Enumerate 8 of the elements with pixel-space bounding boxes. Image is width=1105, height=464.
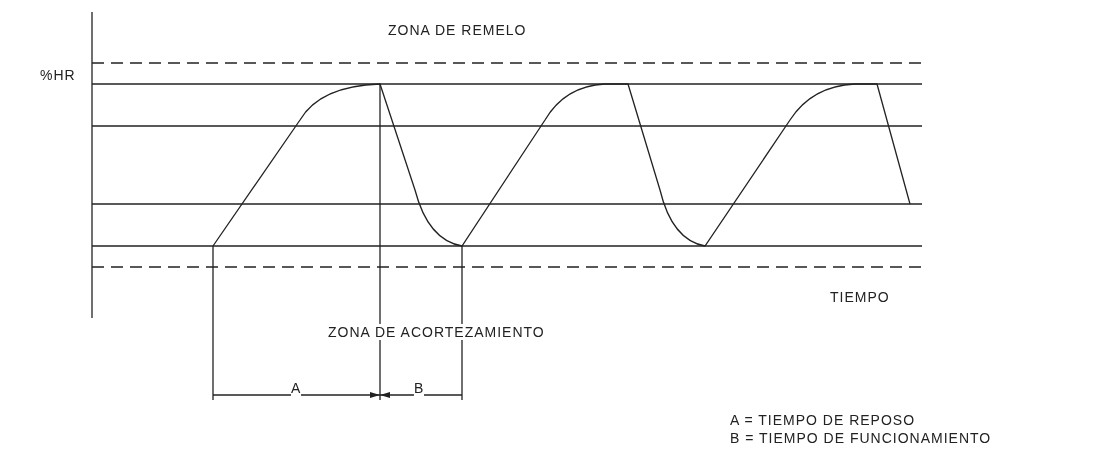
- zone-label: ZONA DE ACORTEZAMIENTO: [328, 324, 545, 340]
- axis-label: %HR: [40, 67, 76, 83]
- legend-text: A = TIEMPO DE REPOSO: [730, 412, 916, 428]
- dimension-label: A: [291, 380, 302, 396]
- dimension-label: B: [414, 380, 425, 396]
- legend-text: B = TIEMPO DE FUNCIONAMIENTO: [730, 430, 992, 446]
- axis-label: TIEMPO: [830, 289, 890, 305]
- zone-label: ZONA DE REMELO: [388, 22, 527, 38]
